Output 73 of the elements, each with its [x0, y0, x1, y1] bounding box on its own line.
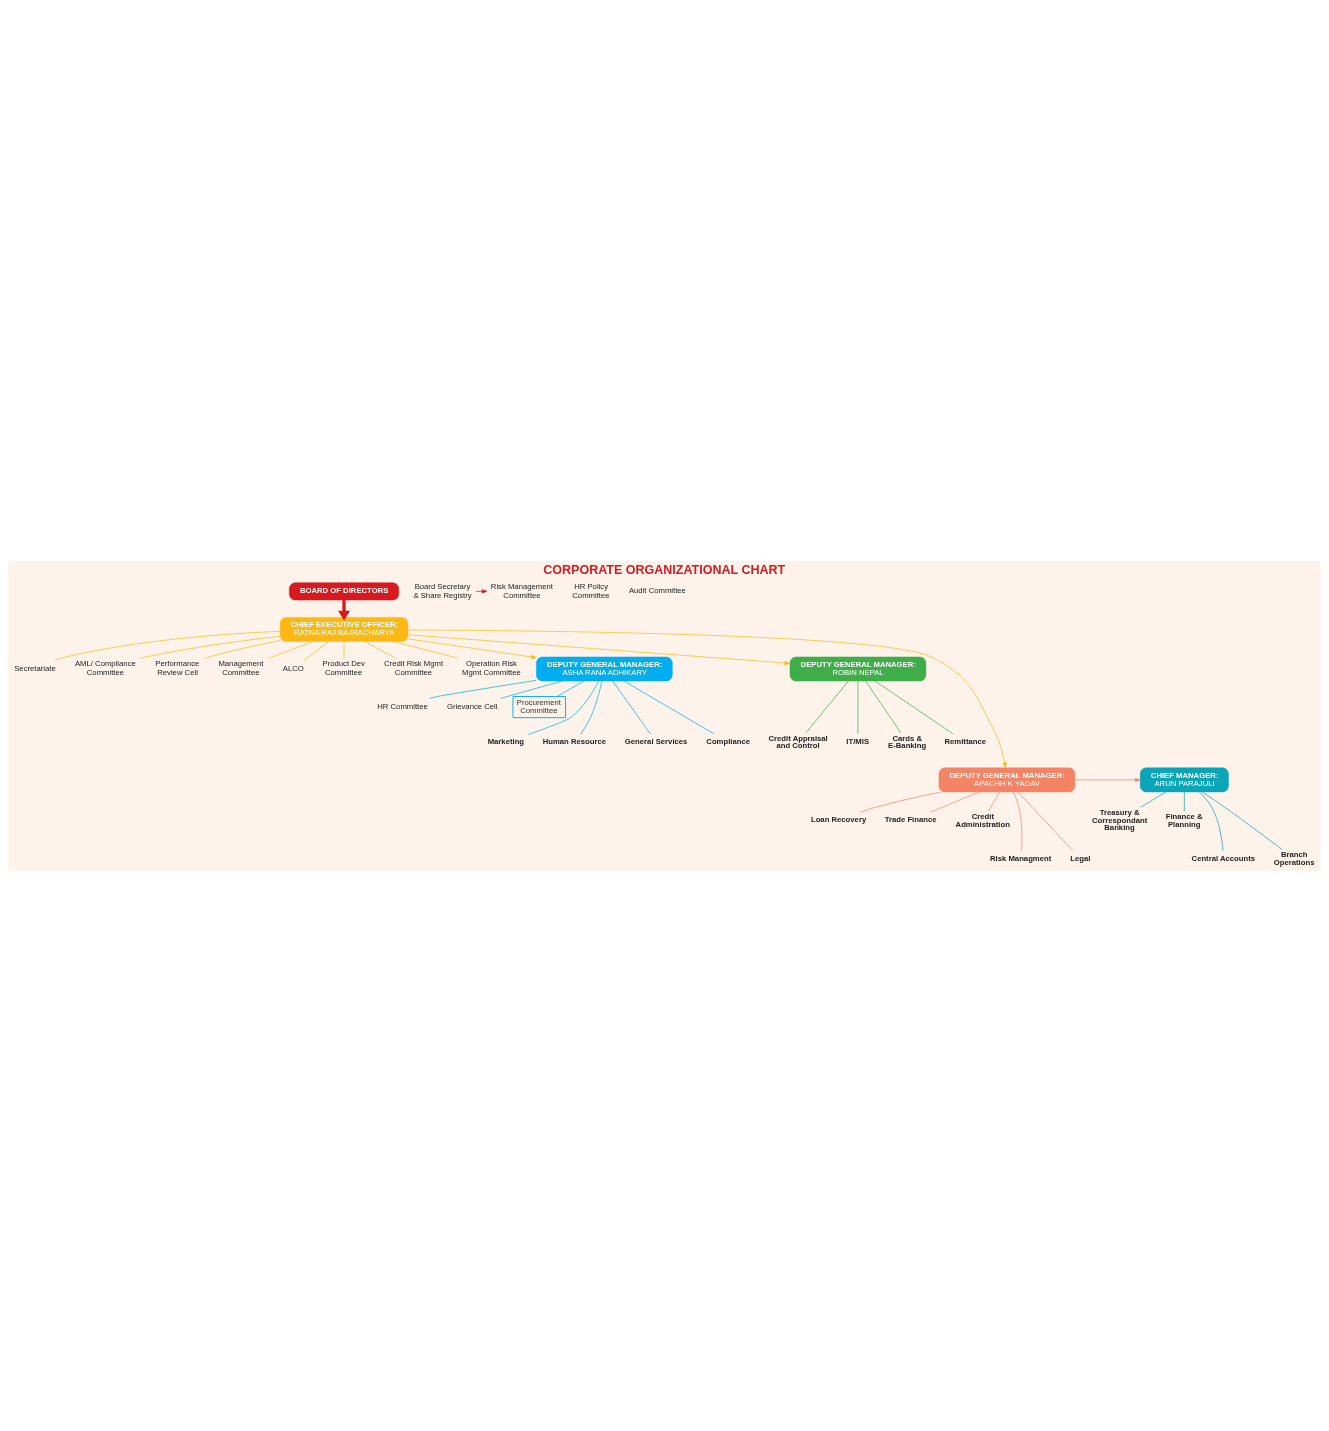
connector	[857, 680, 859, 734]
node-text: Human Resource	[542, 736, 606, 746]
connector	[623, 680, 715, 734]
node-text: Legal	[1070, 853, 1091, 863]
node-text: Central Accounts	[1191, 853, 1256, 863]
node-text: IT/MIS	[846, 736, 870, 746]
node-text: Risk Managment	[990, 853, 1052, 863]
node-text: Credit Administration	[955, 811, 1010, 829]
connector	[303, 640, 330, 661]
arrow	[1074, 777, 1141, 782]
node-box: Procurement Committee	[512, 695, 567, 718]
node-text: Performance Review Cell	[155, 658, 200, 677]
connector	[556, 680, 585, 697]
node-text: ALCO	[282, 663, 304, 673]
connector	[1012, 791, 1023, 851]
node-text: Finance & Planning	[1165, 811, 1203, 829]
node-text: Remittance	[944, 736, 987, 746]
node-text: Risk Management Committee	[490, 581, 553, 600]
node-box: DEPUTY GENERAL MANAGER: ASHA RANA ADHIKARY	[536, 656, 673, 681]
connector	[805, 680, 849, 733]
arrow	[407, 629, 1007, 768]
connector	[930, 791, 980, 812]
node-text: Trade Finance	[884, 814, 937, 824]
diagram-title: CORPORATE ORGANIZATIONAL CHART	[543, 562, 786, 577]
arrow	[407, 638, 537, 659]
node-box: DEPUTY GENERAL MANAGER: APACHH K YADAV	[938, 767, 1076, 792]
node-text: Secretariate	[14, 663, 56, 673]
connector	[1201, 791, 1283, 850]
node-text: Branch Operations	[1273, 849, 1315, 867]
connector	[429, 679, 537, 699]
connector	[267, 640, 314, 659]
connector	[1198, 791, 1224, 851]
arrow	[338, 599, 350, 621]
connector	[500, 680, 563, 699]
node-text: Credit Risk Mgmt Committee	[384, 658, 444, 677]
node-text: AML/ Compliance Committee	[74, 658, 136, 677]
node-text: Operation Risk Mgmt Committee	[462, 658, 521, 677]
node-text: Board Secretary & Share Registry	[413, 581, 472, 600]
connector	[203, 639, 281, 659]
node-text: Marketing	[487, 736, 525, 746]
connector	[612, 680, 651, 734]
node-text: Cards & E-Banking	[888, 733, 927, 750]
connector	[988, 791, 1001, 811]
connector	[874, 680, 954, 734]
connector	[1017, 791, 1074, 851]
arrow	[475, 588, 488, 593]
connector	[527, 680, 600, 735]
node-box: CHIEF EXECUTIVE OFFICER: RATNA RAJ BAJRACHARYA	[279, 616, 409, 642]
node-text: General Services	[624, 736, 688, 746]
connector	[364, 640, 396, 659]
connector	[865, 680, 902, 733]
connector	[1140, 791, 1166, 808]
connector	[54, 630, 281, 661]
node-box: DEPUTY GENERAL MANAGER: ROBIN NEPAL	[789, 656, 927, 681]
node-text: Treasury & Correspondant Banking	[1092, 807, 1148, 832]
node-text: Credit Appraisal and Control	[768, 733, 828, 750]
node-text: Management Committee	[218, 658, 264, 677]
node-text: Loan Recovery	[810, 814, 867, 824]
connector	[392, 640, 459, 659]
node-text: Compliance	[706, 736, 750, 746]
connector	[139, 635, 281, 659]
connector	[1184, 791, 1185, 811]
node-text: HR Committee	[377, 701, 428, 711]
node-box: CHIEF MANAGER: ARUN PARAJULI	[1140, 767, 1229, 792]
arrow	[407, 633, 791, 665]
node-text: Product Dev Committee	[322, 658, 365, 677]
connector	[580, 680, 603, 734]
connector	[859, 791, 942, 812]
node-text: HR Policy Committee	[572, 581, 610, 600]
connector	[343, 640, 345, 659]
node-text: Grievance Cell	[446, 701, 498, 711]
node-text: Audit Committee	[628, 585, 686, 595]
node-box: BOARD OF DIRECTORS	[289, 581, 399, 600]
